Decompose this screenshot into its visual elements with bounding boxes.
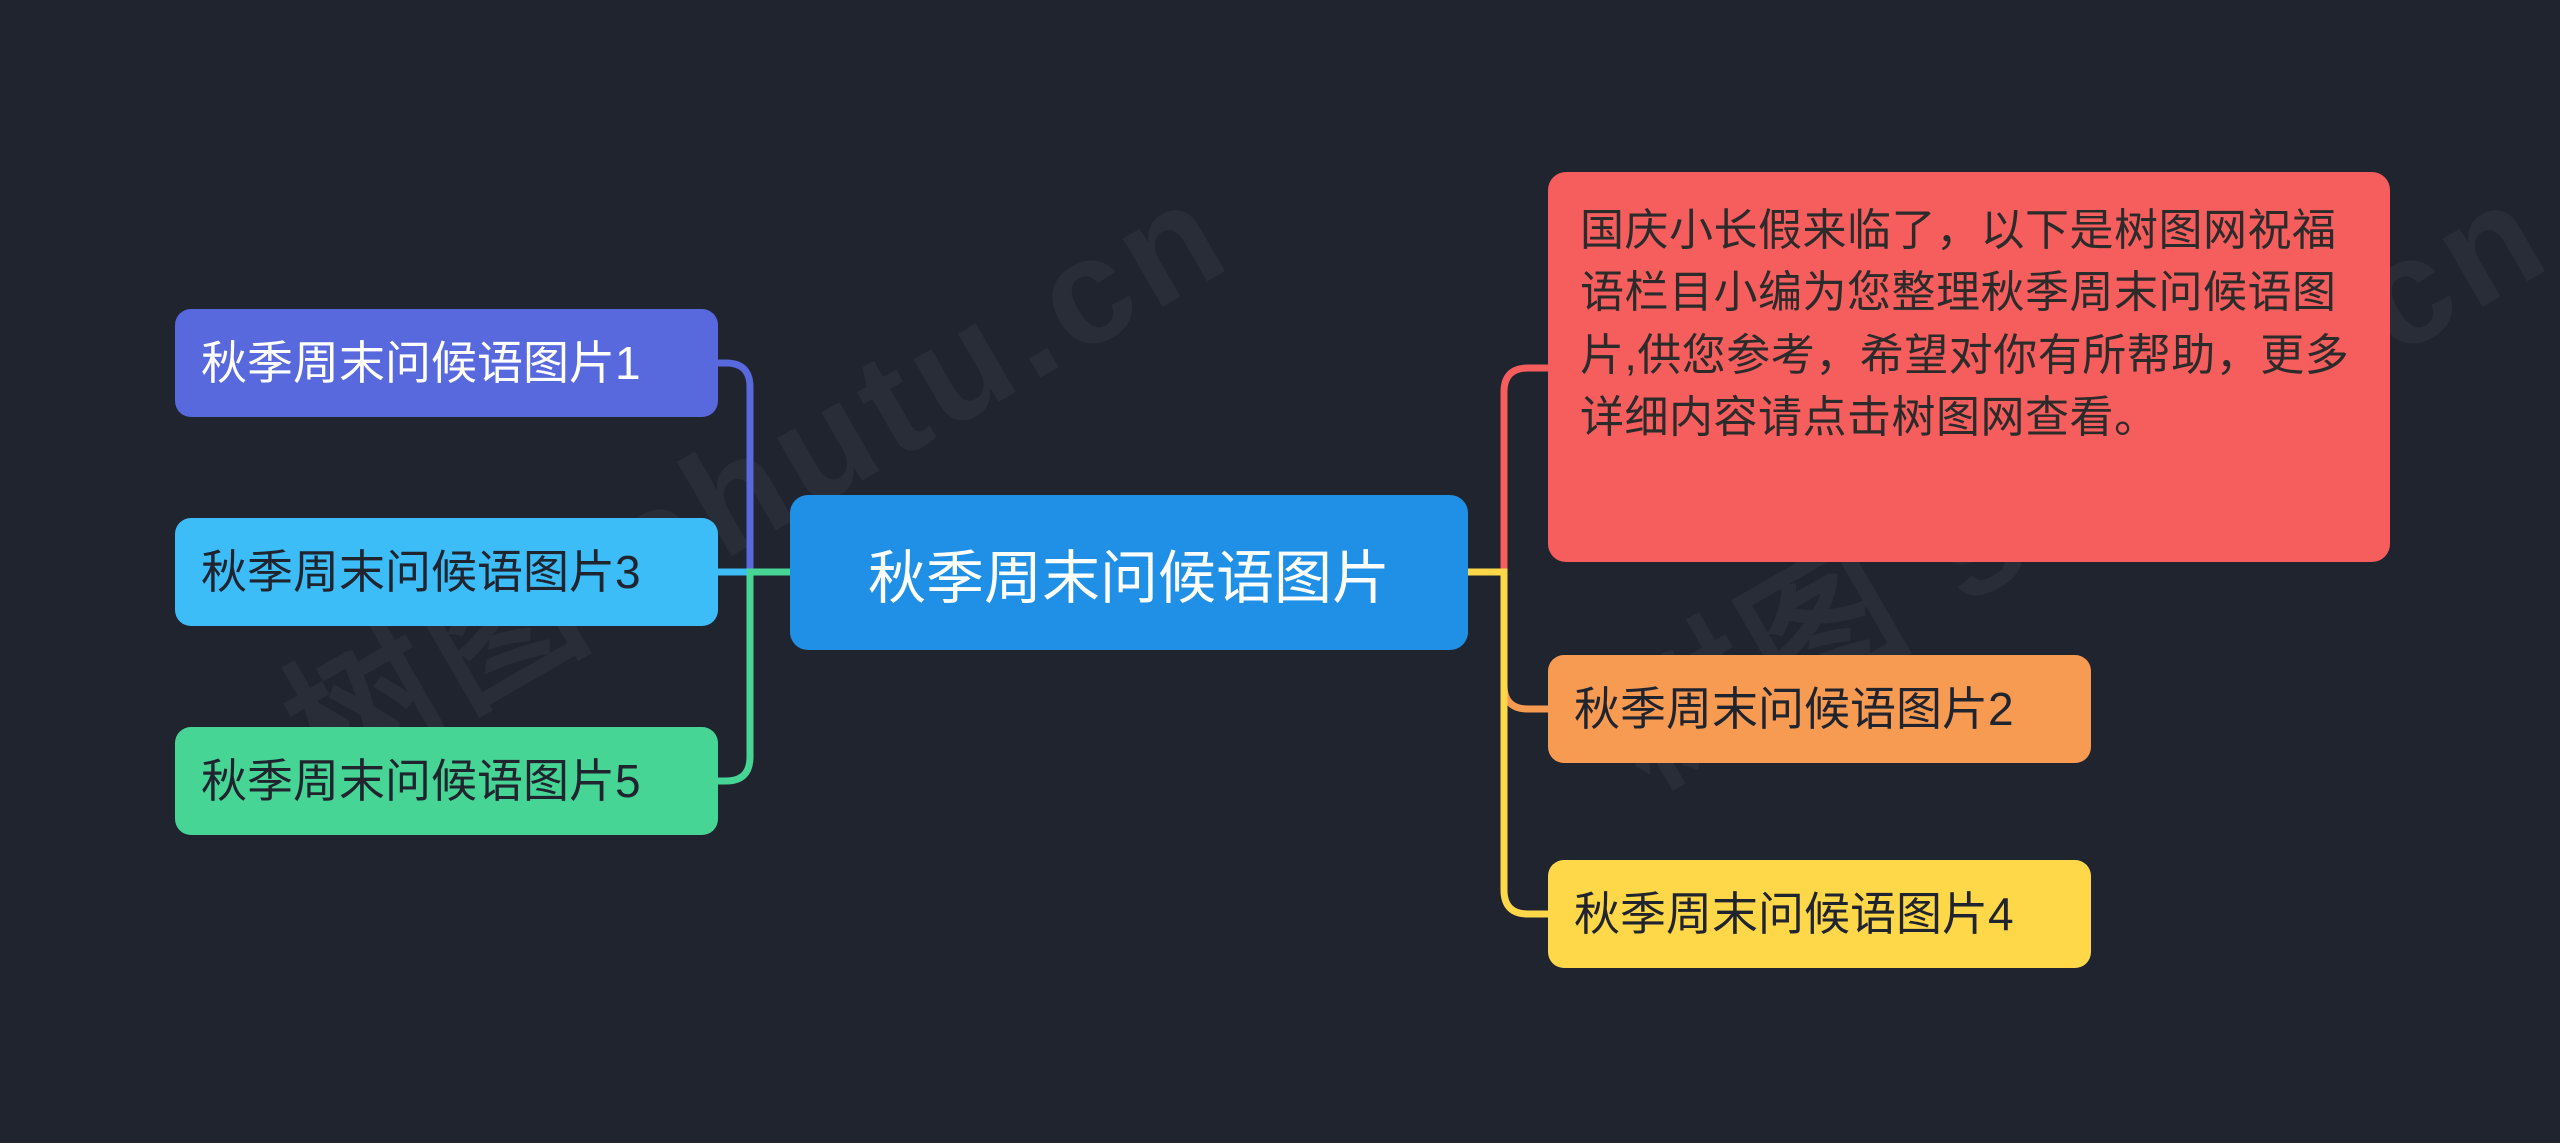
connector-branch2 xyxy=(1464,568,1552,713)
node-branch-image5-label: 秋季周末问候语图片5 xyxy=(201,755,641,807)
connector-branch4 xyxy=(1464,568,1552,918)
node-branch-image2-label: 秋季周末问候语图片2 xyxy=(1574,683,2014,735)
node-branch-summary-label: 国庆小长假来临了，以下是树图网祝福语栏目小编为您整理秋季周末问候语图片,供您参考… xyxy=(1580,206,2350,443)
connector-branch1 xyxy=(714,359,754,576)
node-branch-image5[interactable]: 秋季周末问候语图片5 xyxy=(175,727,718,835)
node-branch-image2[interactable]: 秋季周末问候语图片2 xyxy=(1548,655,2091,763)
watermark-left: 树图 shutu.cn xyxy=(240,113,1262,828)
node-branch-image4-label: 秋季周末问候语图片4 xyxy=(1574,888,2014,940)
node-branch-summary[interactable]: 国庆小长假来临了，以下是树图网祝福语栏目小编为您整理秋季周末问候语图片,供您参考… xyxy=(1548,172,2390,562)
node-branch-image1[interactable]: 秋季周末问候语图片1 xyxy=(175,309,718,417)
node-root-topic-label: 秋季周末问候语图片 xyxy=(867,545,1390,611)
connector-summary xyxy=(1464,364,1552,576)
connector-branch5 xyxy=(714,568,794,785)
node-branch-image3[interactable]: 秋季周末问候语图片3 xyxy=(175,518,718,626)
node-root-topic[interactable]: 秋季周末问候语图片 xyxy=(790,495,1468,650)
node-branch-image1-label: 秋季周末问候语图片1 xyxy=(201,337,641,389)
node-branch-image3-label: 秋季周末问候语图片3 xyxy=(201,546,641,598)
node-branch-image4[interactable]: 秋季周末问候语图片4 xyxy=(1548,860,2091,968)
